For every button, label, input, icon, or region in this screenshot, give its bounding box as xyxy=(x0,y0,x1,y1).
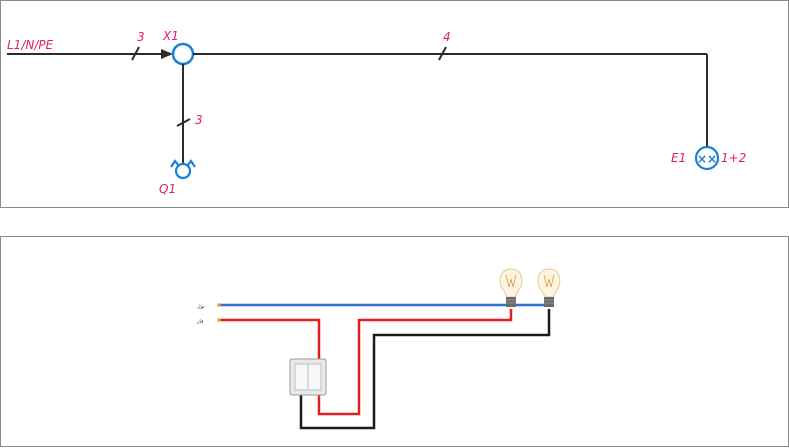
wiring-illustration: نول فاز xyxy=(0,236,789,447)
wire-line-label: فاز xyxy=(196,319,204,325)
double-switch-icon xyxy=(289,358,327,396)
line-wire-to-switch xyxy=(219,318,321,362)
wiring-canvas: نول فاز xyxy=(196,268,561,430)
feed-conductor-count: 3 xyxy=(137,30,145,44)
main-run-conductor-tick xyxy=(438,46,447,61)
schematic-canvas: L1/N/PE 3 X1 3 Q1 4 ×× E1 1+2 xyxy=(7,29,746,196)
lamp-symbol-marks: ×× xyxy=(697,152,717,166)
junction-label: X1 xyxy=(162,29,179,43)
switched-wire-lamp-2 xyxy=(299,309,551,430)
switched-wire-lamp-1 xyxy=(317,309,513,416)
lamp-label: E1 xyxy=(671,151,686,165)
socket-outlet-icon xyxy=(170,159,196,180)
filament-bulb-icon xyxy=(537,268,561,307)
lamp-circuits: 1+2 xyxy=(721,151,746,165)
junction-box-symbol xyxy=(171,42,195,66)
filament-bulb-icon xyxy=(499,268,523,307)
single-line-diagram: L1/N/PE 3 X1 3 Q1 4 ×× E1 1+2 xyxy=(0,0,789,208)
socket-label: Q1 xyxy=(159,182,176,196)
run-conductor-count: 4 xyxy=(443,30,451,44)
lamp-symbol xyxy=(694,145,720,171)
feed-conductor-tick xyxy=(131,46,140,61)
neutral-wire-end xyxy=(217,303,221,307)
feed-arrow xyxy=(161,49,173,59)
wire-neutral-label: نول xyxy=(197,304,205,310)
branch-conductor-count: 3 xyxy=(195,113,203,127)
line-wire-end xyxy=(217,318,221,322)
branch-conductor-tick xyxy=(176,118,191,127)
feed-label: L1/N/PE xyxy=(7,38,54,52)
